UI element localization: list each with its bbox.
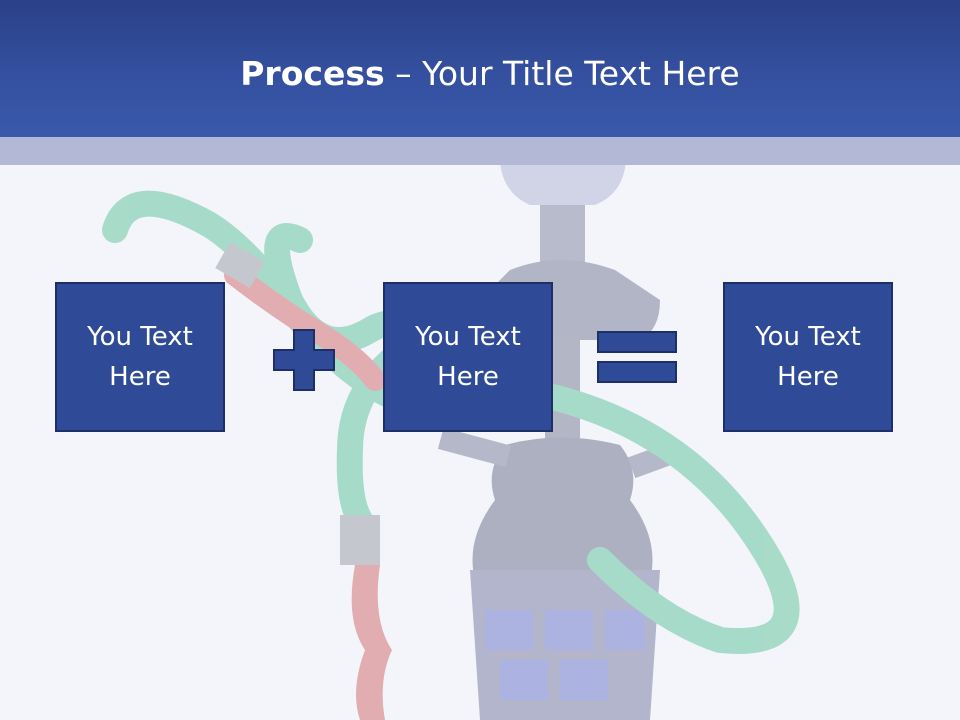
process-box-2-label: You Text Here	[415, 322, 521, 392]
process-box-2[interactable]: You Text Here	[383, 282, 553, 432]
plus-icon	[273, 329, 335, 391]
equals-icon	[597, 331, 677, 383]
process-box-1-label: You Text Here	[87, 322, 193, 392]
process-box-result-label: You Text Here	[755, 322, 861, 392]
slide-title: Process – Your Title Text Here	[0, 52, 960, 96]
process-box-result[interactable]: You Text Here	[723, 282, 893, 432]
title-bold-text: Process	[240, 54, 385, 93]
header-accent-band	[0, 137, 960, 165]
title-header-band: Process – Your Title Text Here	[0, 0, 960, 137]
process-box-1[interactable]: You Text Here	[55, 282, 225, 432]
title-text: – Your Title Text Here	[384, 54, 740, 93]
